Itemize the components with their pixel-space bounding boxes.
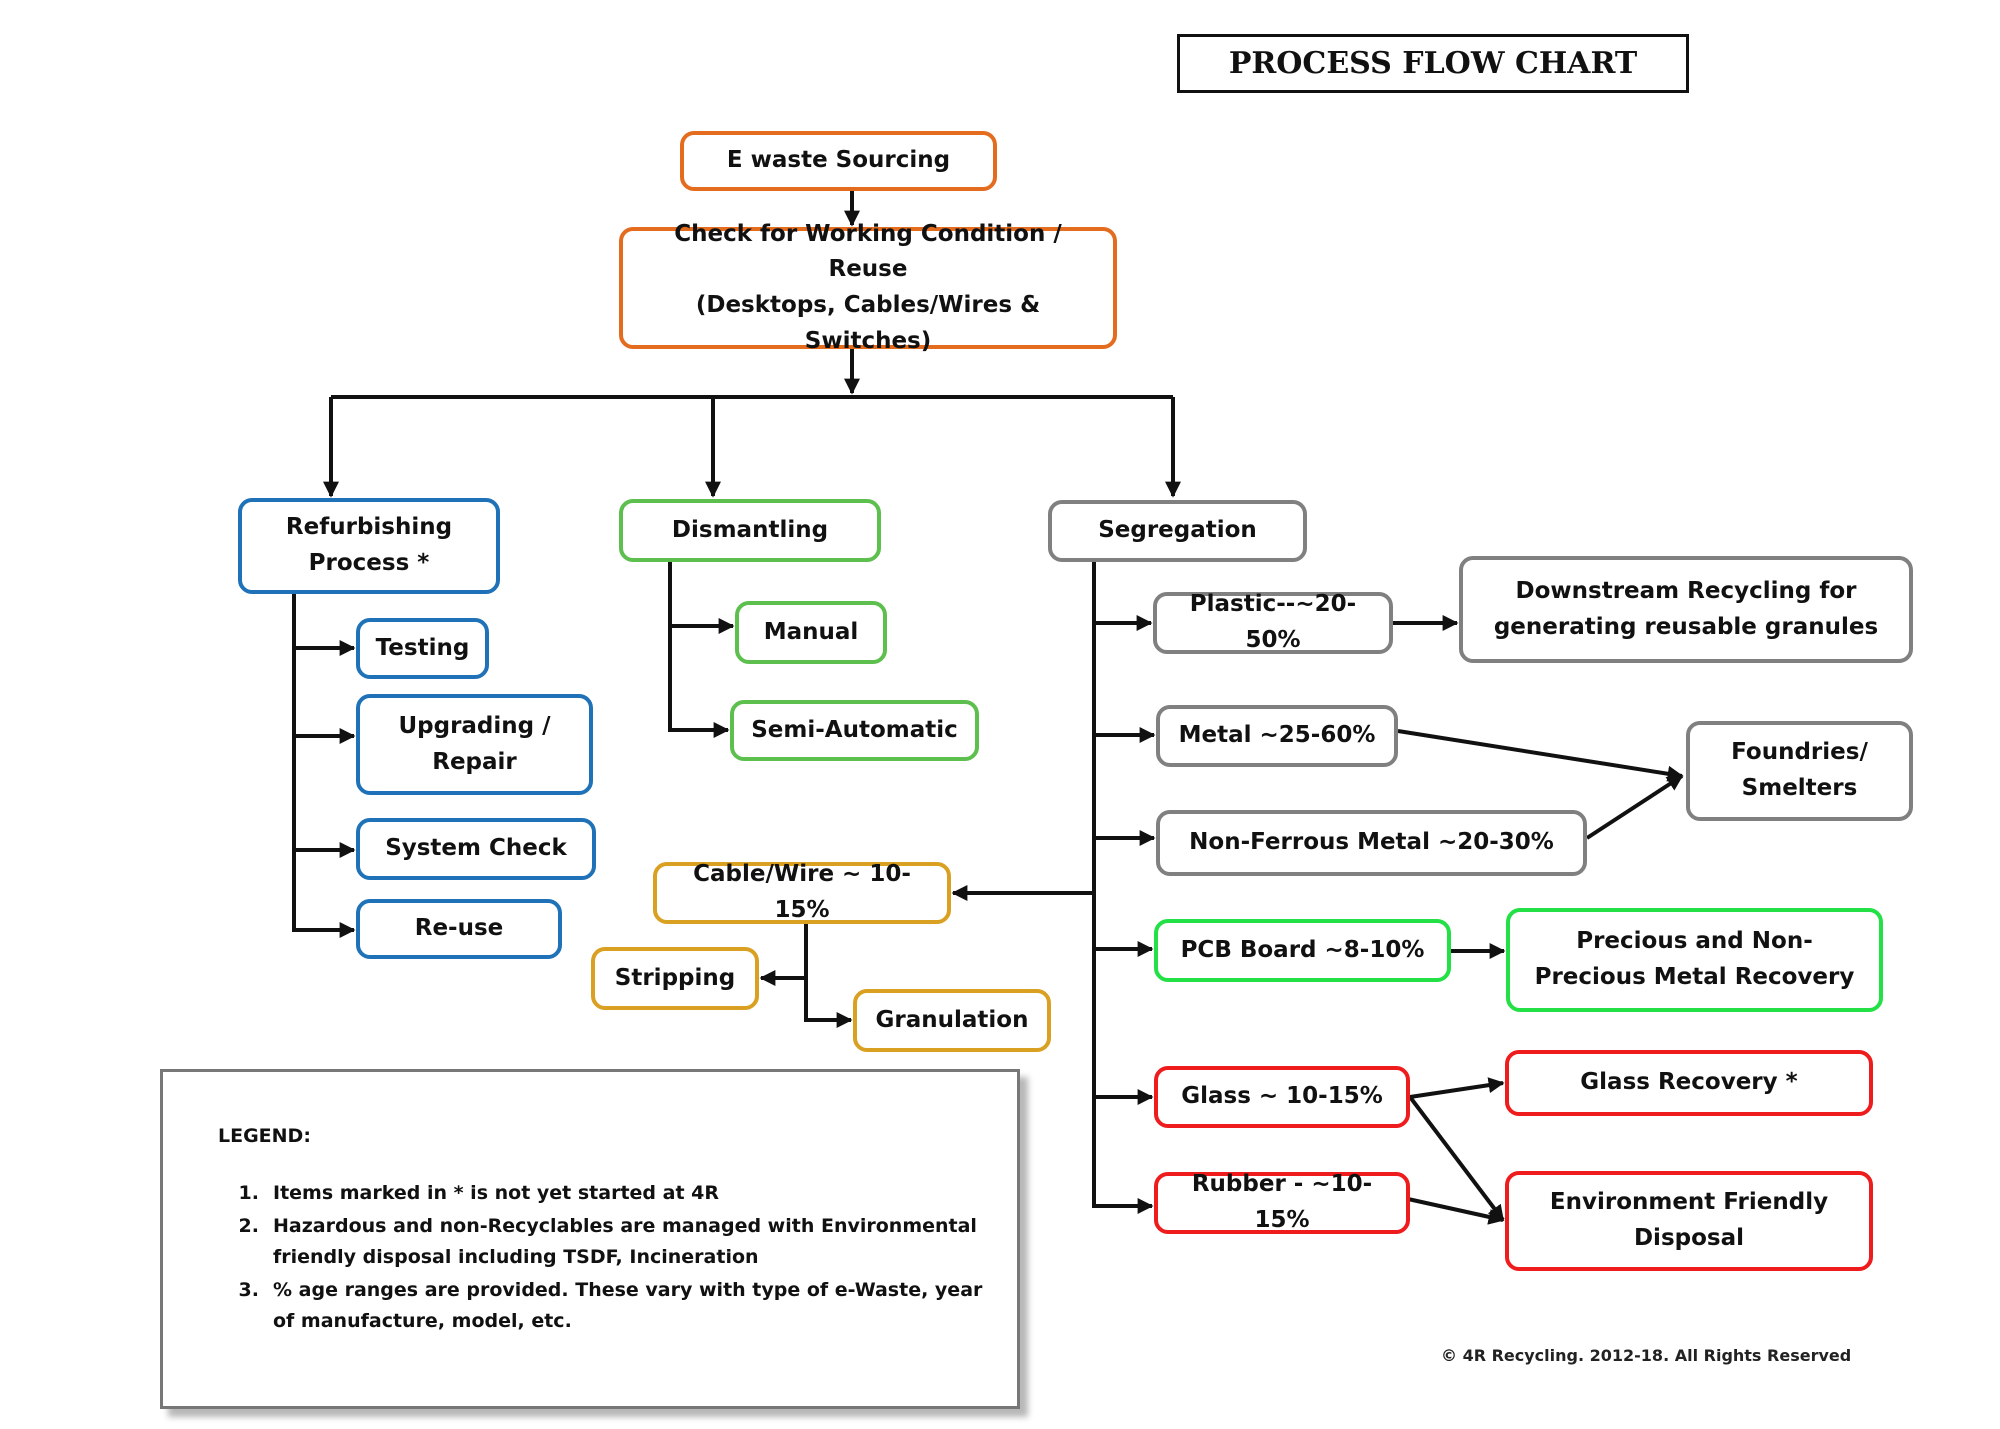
node-upgrading-repair: Upgrading / Repair bbox=[356, 694, 593, 795]
node-metal: Metal ~25-60% bbox=[1156, 705, 1398, 767]
node-precious-metal-recovery: Precious and Non- Precious Metal Recover… bbox=[1506, 908, 1883, 1012]
node-plastic: Plastic--~20-50% bbox=[1153, 591, 1393, 654]
node-e-waste-sourcing: E waste Sourcing bbox=[680, 131, 997, 191]
node-foundries-smelters: Foundries/ Smelters bbox=[1686, 721, 1913, 821]
legend-item: 2. Hazardous and non-Recyclables are mana… bbox=[223, 1211, 993, 1273]
footer-copyright: © 4R Recycling. 2012-18. All Rights Rese… bbox=[1441, 1346, 1852, 1365]
node-granulation: Granulation bbox=[853, 989, 1051, 1052]
node-rubber: Rubber - ~10-15% bbox=[1154, 1171, 1410, 1234]
legend-box: LEGEND: 1. Items marked in * is not yet s… bbox=[160, 1069, 1020, 1409]
legend-item-text: Hazardous and non-Recyclables are manage… bbox=[273, 1215, 977, 1268]
node-manual: Manual bbox=[735, 601, 887, 664]
node-check-working-condition: Check for Working Condition / Reuse (Des… bbox=[619, 221, 1117, 354]
node-glass: Glass ~ 10-15% bbox=[1154, 1066, 1410, 1128]
chart-title: PROCESS FLOW CHART bbox=[1177, 34, 1689, 93]
node-environment-friendly-disposal: Environment Friendly Disposal bbox=[1505, 1171, 1873, 1271]
legend-item: 1. Items marked in * is not yet started a… bbox=[223, 1178, 993, 1209]
node-dismantling: Dismantling bbox=[619, 499, 881, 562]
legend-heading: LEGEND: bbox=[218, 1125, 311, 1147]
node-system-check: System Check bbox=[356, 818, 596, 880]
legend-item-number: 1. bbox=[238, 1182, 259, 1204]
legend-item-text: Items marked in * is not yet started at … bbox=[273, 1182, 719, 1204]
node-refurbishing-process: Refurbishing Process * bbox=[238, 498, 500, 594]
legend-item-number: 2. bbox=[238, 1215, 259, 1237]
node-downstream-recycling: Downstream Recycling for generating reus… bbox=[1459, 556, 1913, 663]
arrow-rubber-to-disposal bbox=[1407, 1197, 1505, 1225]
node-re-use: Re-use bbox=[356, 899, 562, 959]
node-semi-automatic: Semi-Automatic bbox=[730, 700, 979, 761]
node-glass-recovery: Glass Recovery * bbox=[1505, 1050, 1873, 1116]
node-pcb-board: PCB Board ~8-10% bbox=[1154, 919, 1451, 982]
legend-list: 1. Items marked in * is not yet started a… bbox=[223, 1178, 993, 1339]
node-non-ferrous-metal: Non-Ferrous Metal ~20-30% bbox=[1156, 810, 1587, 876]
node-stripping: Stripping bbox=[591, 947, 759, 1010]
legend-item-number: 3. bbox=[238, 1279, 259, 1301]
legend-item: 3. % age ranges are provided. These vary … bbox=[223, 1275, 993, 1337]
arrow-glass-to-disposal bbox=[1408, 1095, 1505, 1222]
node-segregation: Segregation bbox=[1048, 500, 1307, 562]
legend-item-text: % age ranges are provided. These vary wi… bbox=[273, 1279, 983, 1332]
arrow-glass-to-glass-recovery bbox=[1409, 1077, 1505, 1099]
node-testing: Testing bbox=[356, 618, 489, 679]
arrow-metal-to-foundries bbox=[1397, 729, 1684, 782]
arrow-nonferrous-to-foundries bbox=[1585, 774, 1684, 840]
node-cable-wire: Cable/Wire ~ 10-15% bbox=[653, 861, 951, 924]
